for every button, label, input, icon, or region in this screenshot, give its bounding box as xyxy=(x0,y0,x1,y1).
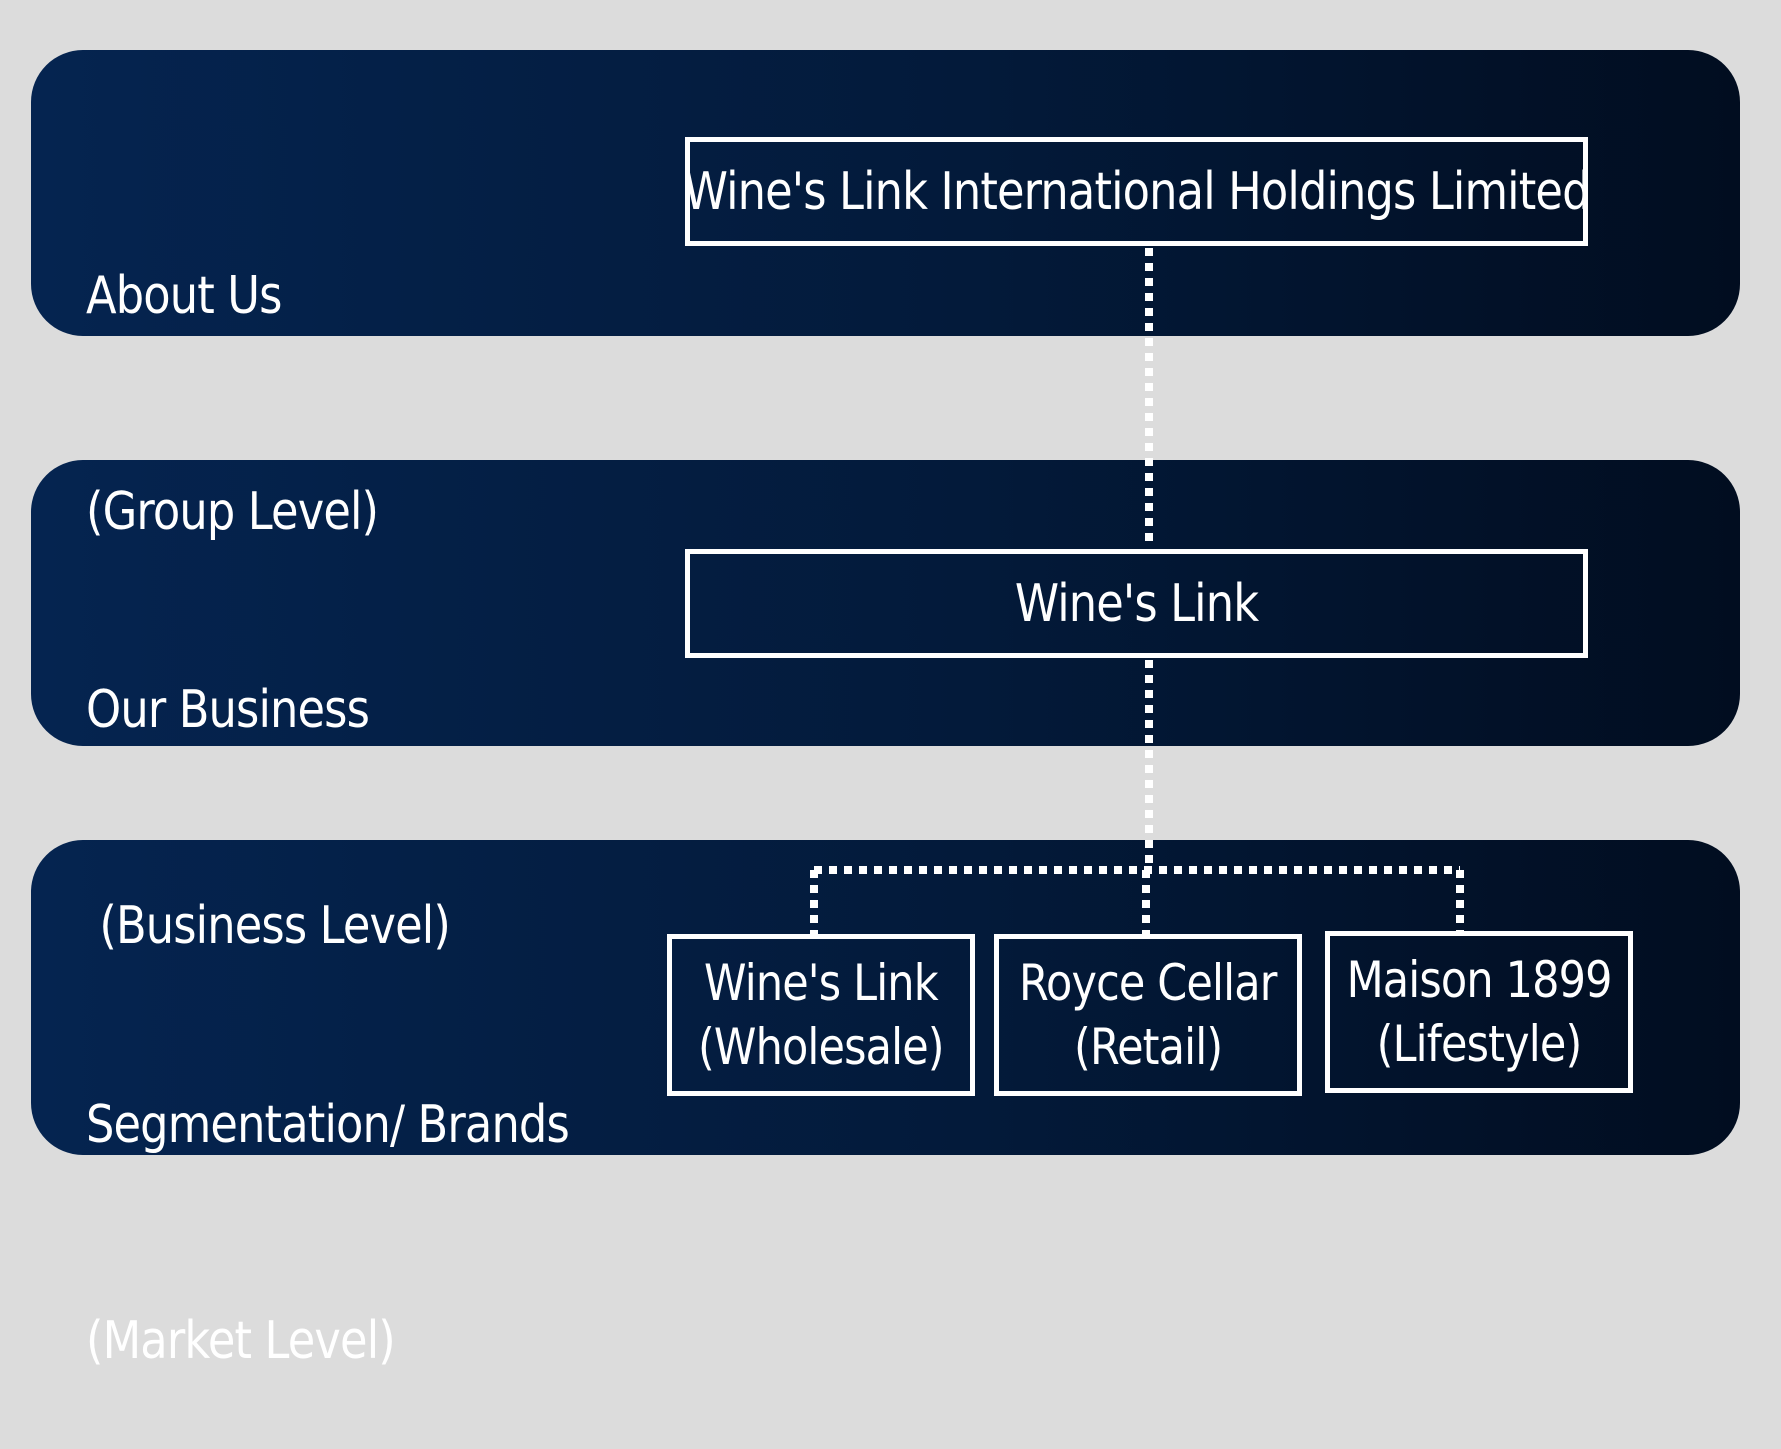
retail-brand-node: Royce Cellar (Retail) xyxy=(994,934,1302,1096)
market-level-band xyxy=(31,840,1740,1155)
retail-segment: (Retail) xyxy=(1073,1018,1223,1076)
business-level-subtitle: (Business Level) xyxy=(86,896,450,956)
group-level-subtitle: (Group Level) xyxy=(86,482,379,542)
business-name: Wine's Link xyxy=(1014,573,1259,634)
group-level-band xyxy=(31,50,1740,336)
wholesale-segment: (Wholesale) xyxy=(698,1018,945,1076)
lifestyle-brand-name: Maison 1899 xyxy=(1346,951,1613,1009)
holding-company-node: Wine's Link International Holdings Limit… xyxy=(683,137,1591,246)
business-level-band xyxy=(31,460,1740,746)
market-level-title: Segmentation/ Brands xyxy=(86,1095,570,1155)
business-node: Wine's Link xyxy=(685,549,1588,658)
wholesale-brand-node: Wine's Link (Wholesale) xyxy=(667,934,975,1096)
lifestyle-segment: (Lifestyle) xyxy=(1376,1015,1583,1073)
business-level-label: Our Business (Business Level) xyxy=(86,530,451,1034)
lifestyle-brand-node: Maison 1899 (Lifestyle) xyxy=(1325,931,1633,1093)
group-level-label: About Us (Group Level) xyxy=(86,116,379,620)
wholesale-brand-name: Wine's Link xyxy=(704,954,939,1012)
business-level-title: Our Business xyxy=(86,680,370,740)
connector-lines xyxy=(810,248,1464,935)
group-level-title: About Us xyxy=(86,266,282,326)
market-level-subtitle: (Market Level) xyxy=(86,1311,396,1371)
holding-company-name: Wine's Link International Holdings Limit… xyxy=(683,161,1591,222)
retail-brand-name: Royce Cellar xyxy=(1019,954,1277,1012)
